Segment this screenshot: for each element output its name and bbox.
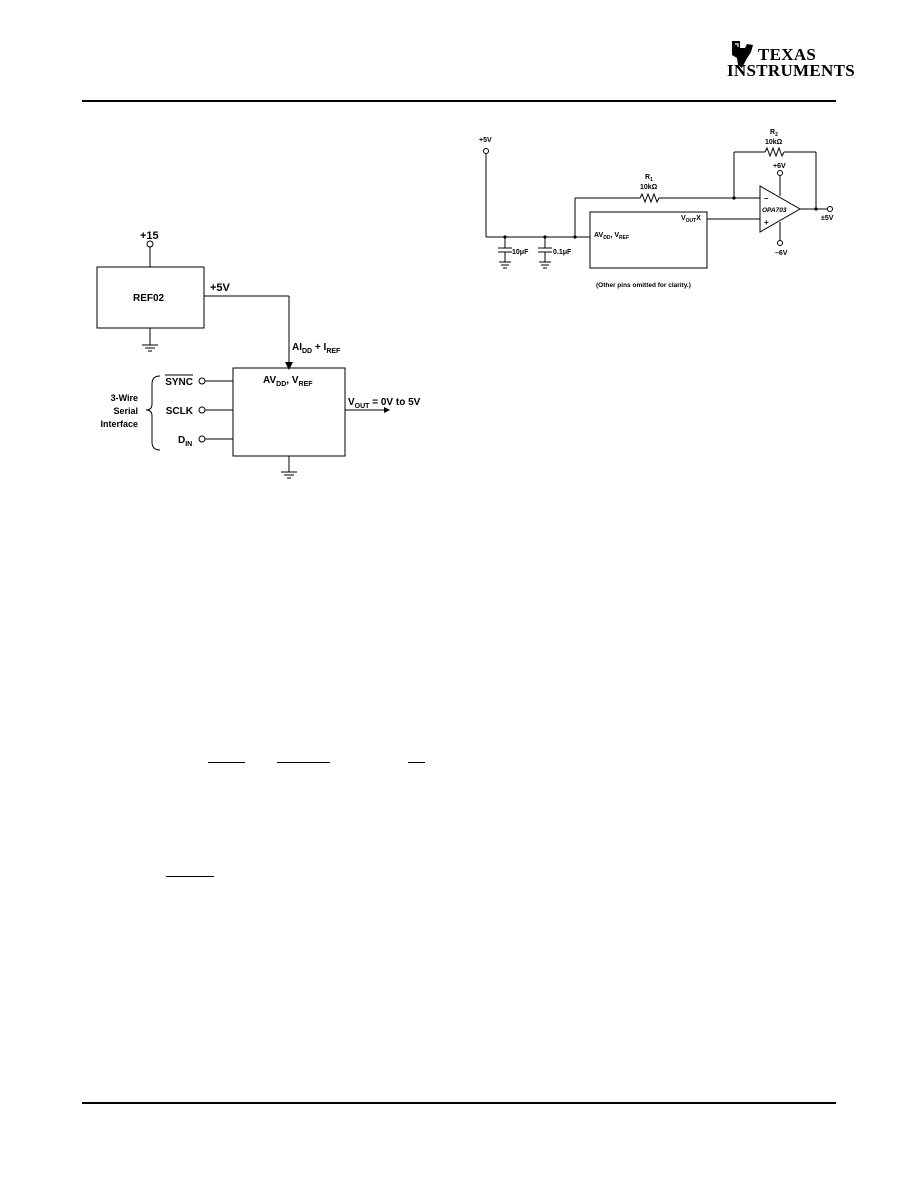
reference-circuit-diagram: +15 REF02 +5V AIDD + IREF AVDD, VREF VOU…	[96, 230, 421, 479]
cap2-label: 0.1μF	[553, 249, 572, 256]
formula-overline	[408, 762, 425, 763]
opamp-noninverting: +	[764, 218, 769, 227]
formula-overline	[166, 876, 214, 877]
pin-din-label: DIN	[178, 435, 192, 448]
vout-label: VOUT = 0V to 5V	[348, 397, 421, 410]
r1-label: R1	[645, 174, 653, 183]
interface-label-line2: Serial	[113, 406, 138, 416]
logo-text-texas: TEXAS	[758, 45, 817, 64]
pin-sync-label: SYNC	[165, 377, 193, 388]
output-label: ±5V	[821, 215, 834, 222]
bipolar-output-circuit-diagram: +5V R1 10kΩ R2 10kΩ +6V –6V OPA703 – + ±…	[479, 129, 834, 289]
opamp-neg-supply: –6V	[775, 250, 788, 257]
formula-overline	[277, 762, 330, 763]
header-rule	[82, 100, 836, 102]
opamp-pos-supply: +6V	[773, 163, 786, 170]
cap1-label: 10μF	[512, 249, 529, 256]
interface-label-line1: 3-Wire	[111, 393, 138, 403]
pin-sclk-label: SCLK	[166, 406, 194, 417]
r2-label: R2	[770, 129, 778, 138]
r1-value: 10kΩ	[640, 184, 658, 191]
supply-label: +15	[140, 230, 159, 242]
current-label: AIDD + IREF	[292, 342, 341, 355]
interface-label-line3: Interface	[100, 419, 138, 429]
right-supply-label: +5V	[479, 137, 492, 144]
omitted-pins-note: (Other pins omitted for clarity.)	[596, 282, 691, 289]
opamp-name: OPA703	[762, 207, 787, 214]
opamp-inverting: –	[764, 194, 769, 203]
right-dac-power-label: AVDD, VREF	[594, 232, 629, 241]
footer-rule	[82, 1102, 836, 1104]
ref02-label: REF02	[133, 293, 165, 304]
r2-value: 10kΩ	[765, 139, 783, 146]
dac-power-label: AVDD, VREF	[263, 375, 313, 388]
right-dac-vout-label: VOUTX	[681, 215, 701, 224]
formula-overline	[208, 762, 245, 763]
ref-output-label: +5V	[210, 282, 231, 294]
logo-text-instruments: INSTRUMENTS	[727, 61, 855, 80]
texas-instruments-logo-icon	[732, 41, 753, 68]
